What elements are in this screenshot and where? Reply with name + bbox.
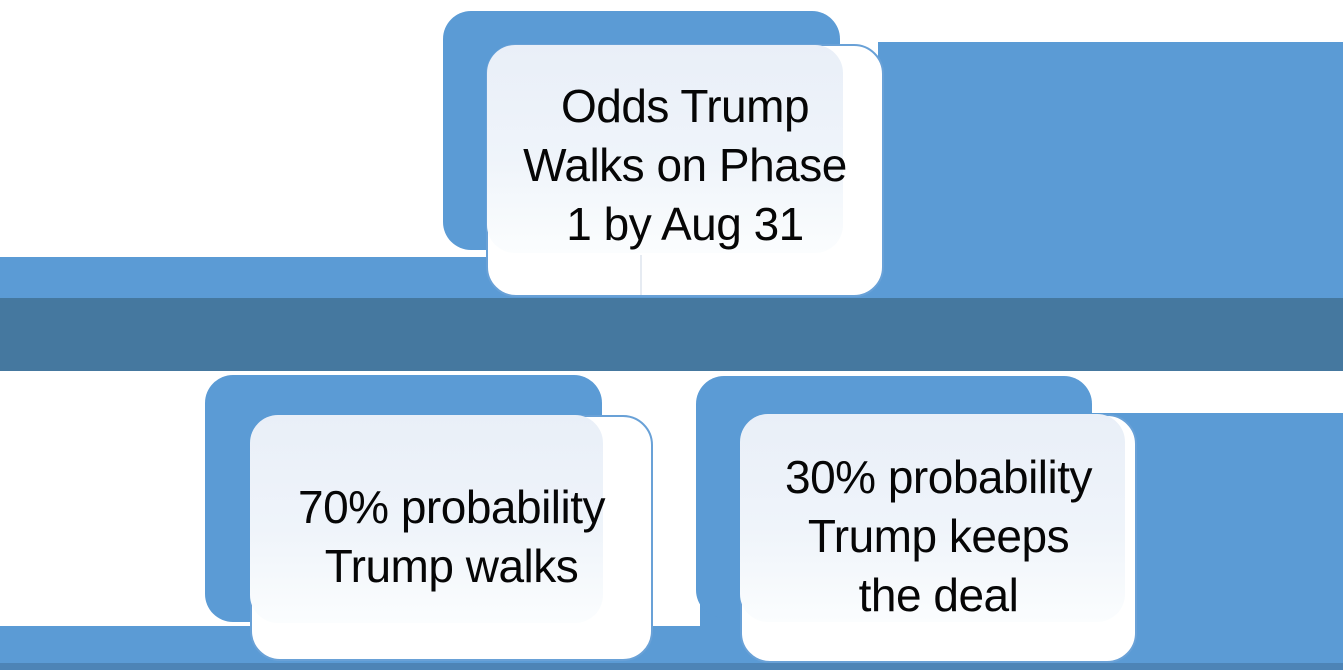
root-label-line: 1 by Aug 31	[566, 198, 804, 250]
child-30-front-card	[740, 414, 1125, 622]
root-label-line: Odds Trump	[560, 80, 810, 132]
child-30-label-line: the deal	[858, 569, 1019, 621]
band-bottom	[0, 626, 1343, 663]
child-70-label: 70% probability Trump walks	[250, 415, 653, 596]
child-30-label: 30% probability Trump keeps the deal	[740, 414, 1137, 625]
root-front-card	[487, 45, 843, 253]
child-70-label-line: Trump walks	[324, 540, 579, 592]
band-top-right	[878, 42, 1343, 298]
child-70-front-card	[250, 415, 603, 623]
child-70-label-line: 70% probability	[297, 481, 606, 533]
root-label-line: Walks on Phase	[523, 139, 847, 191]
band-bottom-edge	[0, 663, 1343, 670]
connector-line	[640, 255, 642, 295]
root-node-label: Odds Trump Walks on Phase 1 by Aug 31	[486, 44, 884, 254]
child-30-label-line: Trump keeps	[807, 510, 1070, 562]
band-dark-middle	[0, 298, 1343, 371]
child-30-label-line: 30% probability	[784, 451, 1093, 503]
